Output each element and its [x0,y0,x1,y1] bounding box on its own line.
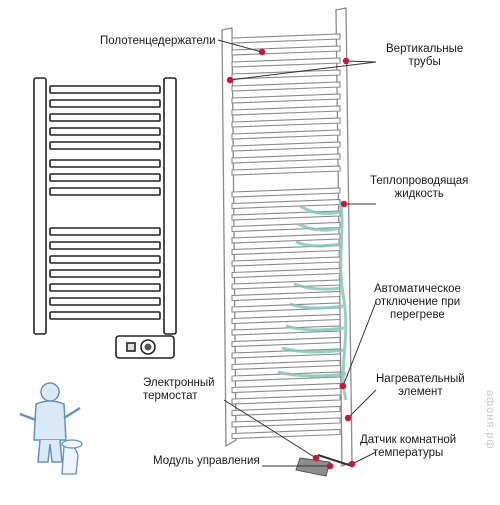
label-heating-element: Нагревательный элемент [376,373,465,398]
rail-rung [231,336,341,348]
rail-rung [231,93,341,104]
rail-rung [231,221,341,233]
rail-rung [231,325,341,336]
rail-rung [231,187,341,198]
rail-rung [231,45,341,56]
rail-rung [231,256,341,267]
label-electronic-thermostat: Электронный термостат [143,377,215,402]
schematic-control-box [115,335,175,359]
label-room-temp-sensor: Датчик комнатной температуры [360,434,457,459]
watermark: афоня.рф [484,390,496,450]
leader-room-sensor [351,451,377,465]
schematic-left-pipe [33,77,47,335]
schematic-right-pipe [163,77,177,335]
rail-rung [231,359,341,371]
rail-rung [231,141,341,152]
rail-rung [231,313,341,325]
rail-rung [231,198,341,210]
rail-rung [231,57,341,68]
rail-rung [231,382,341,394]
leader-vertical-pipes-2 [229,61,377,81]
rail-rung [231,81,341,92]
rail-rung [231,279,341,290]
rail-rung [231,117,341,128]
leader-towel-holders [217,39,263,53]
rail-rung [231,290,341,302]
rail-rungs [231,33,341,440]
rail-rung [231,33,341,44]
rail-rung [231,405,341,417]
leader-lines [217,39,377,467]
rail-rung [231,210,341,221]
rail-rung [231,394,341,405]
rail-rung [231,233,341,244]
rail-rung [231,129,341,140]
rail-rung [231,428,341,440]
plumber-mascot-logo [19,382,83,475]
towel-rail-schematic [33,77,177,359]
heat-fluid [277,199,348,401]
leader-thermostat [223,399,317,459]
schematic-rungs [49,85,161,320]
leader-vertical-pipes-1 [345,60,377,63]
rail-rung [231,267,341,279]
label-control-module: Модуль управления [153,455,260,467]
rail-rung [231,165,341,176]
rail-rung [231,302,341,313]
red-markers [226,48,356,470]
control-module-graphic [295,454,353,477]
leader-heating-element [347,389,377,419]
label-vertical-pipes: Вертикальные трубы [386,43,464,68]
label-towel-holders: Полотенцедержатели [100,35,216,47]
rail-rung [231,417,341,428]
rail-rung [231,105,341,116]
label-overheat-shutoff: Автоматическое отключение при перегреве [374,283,461,321]
label-heat-fluid: Теплопроводящая жидкость [370,175,469,200]
leader-overheat [342,301,377,387]
rail-rung [231,153,341,164]
rail-rung [231,371,341,382]
